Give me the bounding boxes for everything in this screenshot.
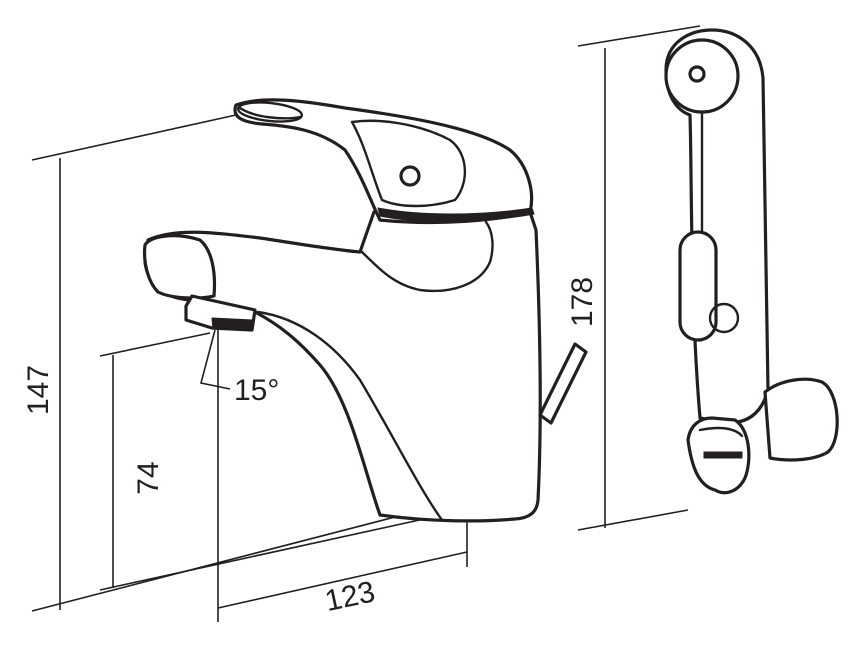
temperature-indicator-icon xyxy=(399,165,421,187)
body-shoulder xyxy=(360,220,494,293)
drain-pull-rod xyxy=(538,342,588,425)
dim-74-ext-top xyxy=(99,332,211,357)
label-123: 123 xyxy=(322,575,378,618)
angle-15-marker xyxy=(200,329,231,390)
dim-147-ext-top xyxy=(31,112,246,161)
hand-shower xyxy=(664,28,839,495)
trigger-pivot xyxy=(708,302,740,334)
label-15-degrees: 15° xyxy=(234,374,279,407)
label-74: 74 xyxy=(132,461,165,494)
lever-cap xyxy=(236,101,304,123)
spout-underside xyxy=(256,310,444,522)
dimension-lines xyxy=(31,25,701,622)
dim-147-ext-bottom xyxy=(31,516,396,612)
label-178: 178 xyxy=(566,277,599,327)
cradle-inner xyxy=(698,426,744,438)
dim-74-ext-bottom xyxy=(99,509,466,591)
dim-178-ext-top xyxy=(577,25,701,47)
label-147: 147 xyxy=(22,365,55,415)
shower-trigger xyxy=(678,230,718,342)
faucet-body xyxy=(143,209,542,523)
lever-band xyxy=(377,207,535,223)
lever-top-edge xyxy=(238,106,302,120)
aerator-shadow xyxy=(211,317,253,331)
wall-holder xyxy=(763,377,839,462)
dim-178-ext-bottom xyxy=(577,509,689,531)
faucet xyxy=(142,98,588,523)
dim-123-line xyxy=(217,551,468,609)
cradle-slot xyxy=(703,451,743,459)
shower-head-nozzle-icon xyxy=(688,65,706,83)
spout-tip xyxy=(142,234,217,300)
lever-recess xyxy=(350,119,467,208)
